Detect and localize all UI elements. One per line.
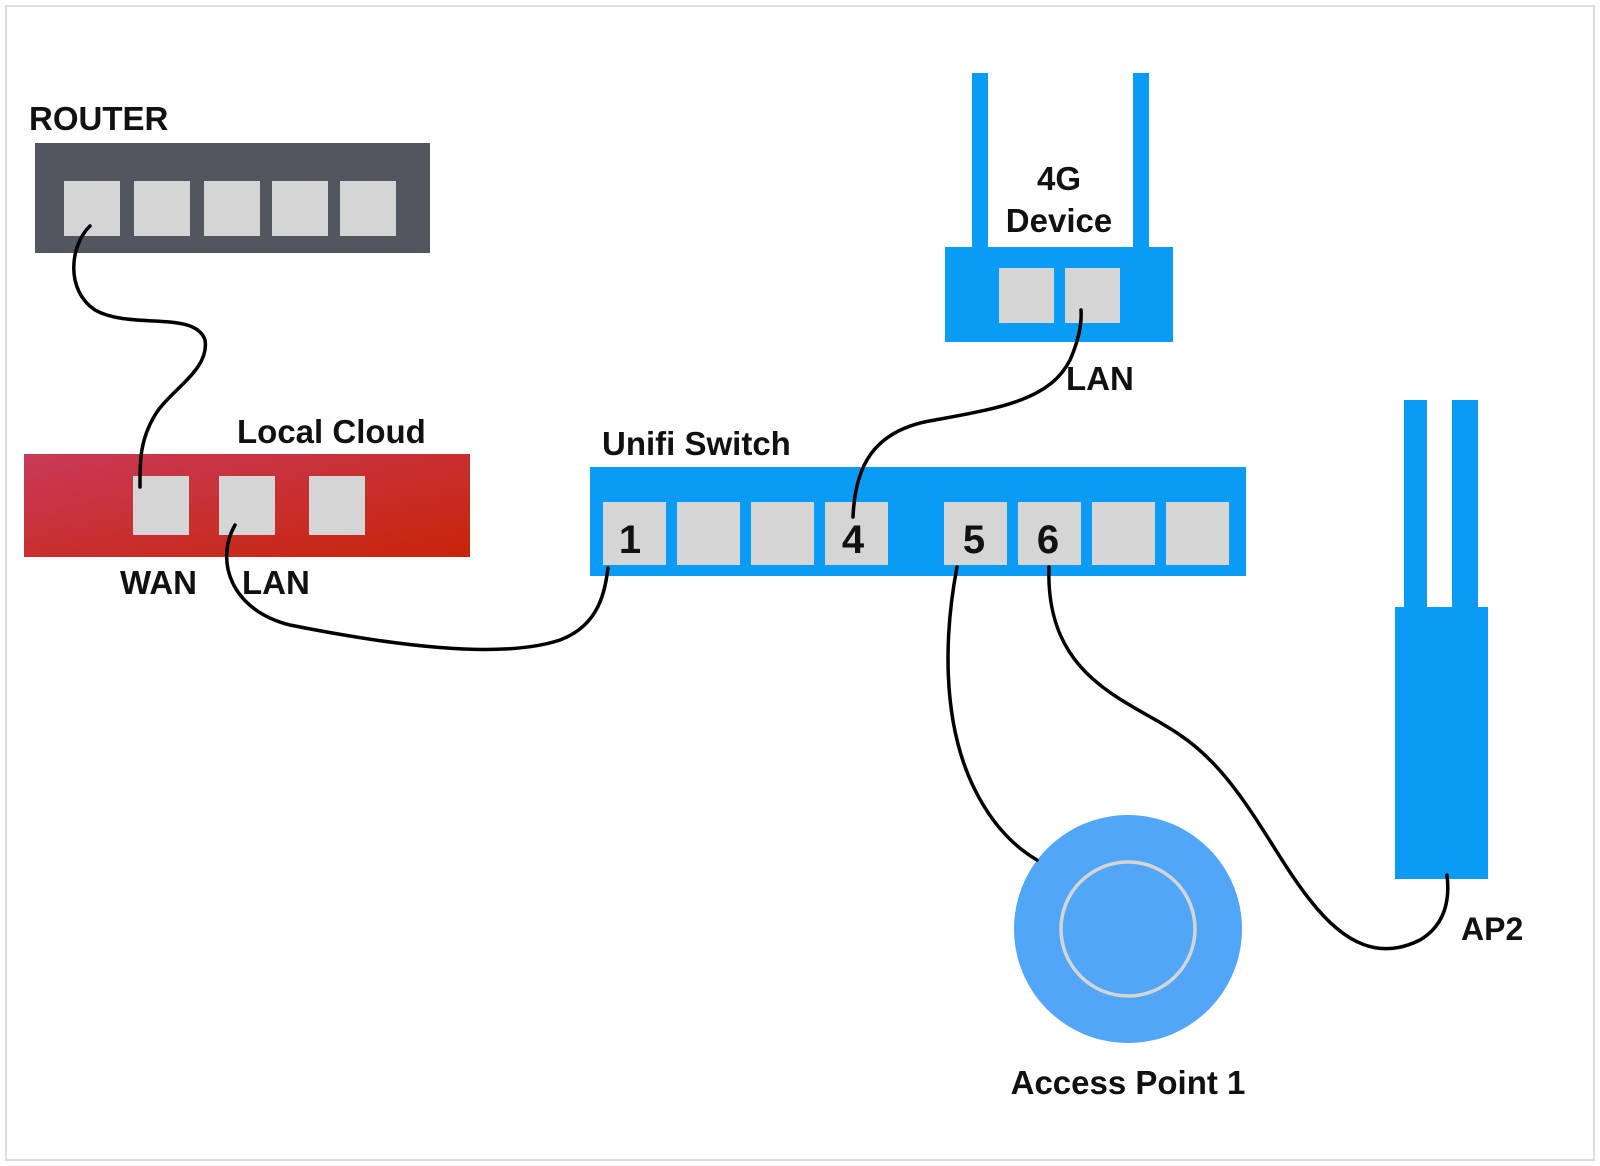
device-4g-label-line1: 4G	[1037, 160, 1081, 197]
cable-switch-port-5-to-access-point-1	[946, 565, 1039, 862]
router-port-5	[340, 181, 396, 236]
router-port-4	[272, 181, 328, 236]
cable-switch-port-6-to-ap2	[1047, 565, 1450, 951]
switch-port-7	[1092, 502, 1155, 565]
switch-port-1-number: 1	[619, 518, 641, 562]
switch-port-2	[677, 502, 740, 565]
device-4g-port-1	[999, 268, 1054, 323]
switch-port-6-number: 6	[1037, 518, 1059, 562]
router-port-3	[204, 181, 260, 236]
access-point-1-label: Access Point 1	[1011, 1064, 1246, 1101]
local-cloud-wan-label: WAN	[120, 564, 197, 601]
cable-local-cloud-lan-to-switch-port-1	[225, 523, 610, 652]
cable-switch-port-4-to-4g-lan	[851, 308, 1083, 519]
device-4g-antenna-right	[1133, 73, 1149, 251]
unifi-switch: Unifi Switch 1 4 5 6	[590, 425, 1246, 576]
switch-port-8	[1166, 502, 1229, 565]
local-cloud-lan-port	[219, 476, 275, 535]
device-4g: 4G Device LAN	[945, 73, 1173, 397]
ap2: AP2	[1395, 400, 1523, 947]
local-cloud-lan-label: LAN	[242, 564, 310, 601]
access-point-1-ring	[1059, 860, 1197, 998]
device-4g-antenna-left	[972, 73, 988, 251]
device-4g-label-line2: Device	[1006, 202, 1112, 239]
switch-port-4-number: 4	[842, 518, 865, 562]
cable-router-to-local-cloud-wan	[72, 224, 208, 489]
unifi-switch-label: Unifi Switch	[602, 425, 791, 462]
switch-port-5-number: 5	[963, 518, 985, 562]
ap2-antenna-left	[1404, 400, 1427, 610]
local-cloud-label: Local Cloud	[237, 413, 426, 450]
device-4g-body	[945, 247, 1173, 342]
local-cloud: Local Cloud WAN LAN	[24, 413, 470, 601]
ap2-label: AP2	[1461, 911, 1523, 947]
switch-port-4	[825, 502, 888, 565]
router-port-2	[134, 181, 190, 236]
device-4g-lan-port	[1065, 268, 1120, 323]
access-point-1-body	[1014, 815, 1242, 1043]
ap2-body	[1395, 607, 1488, 879]
router-port-1	[64, 181, 120, 236]
access-point-1: Access Point 1	[1011, 815, 1246, 1101]
ap2-antenna-right	[1452, 400, 1478, 610]
switch-port-6	[1018, 502, 1081, 565]
local-cloud-wan-port	[133, 476, 189, 535]
router-label: ROUTER	[29, 100, 169, 137]
device-4g-lan-label: LAN	[1066, 360, 1134, 397]
local-cloud-port-3	[309, 476, 365, 535]
switch-port-5	[944, 502, 1007, 565]
switch-port-3	[751, 502, 814, 565]
router: ROUTER	[29, 100, 430, 253]
switch-port-1	[603, 502, 666, 565]
